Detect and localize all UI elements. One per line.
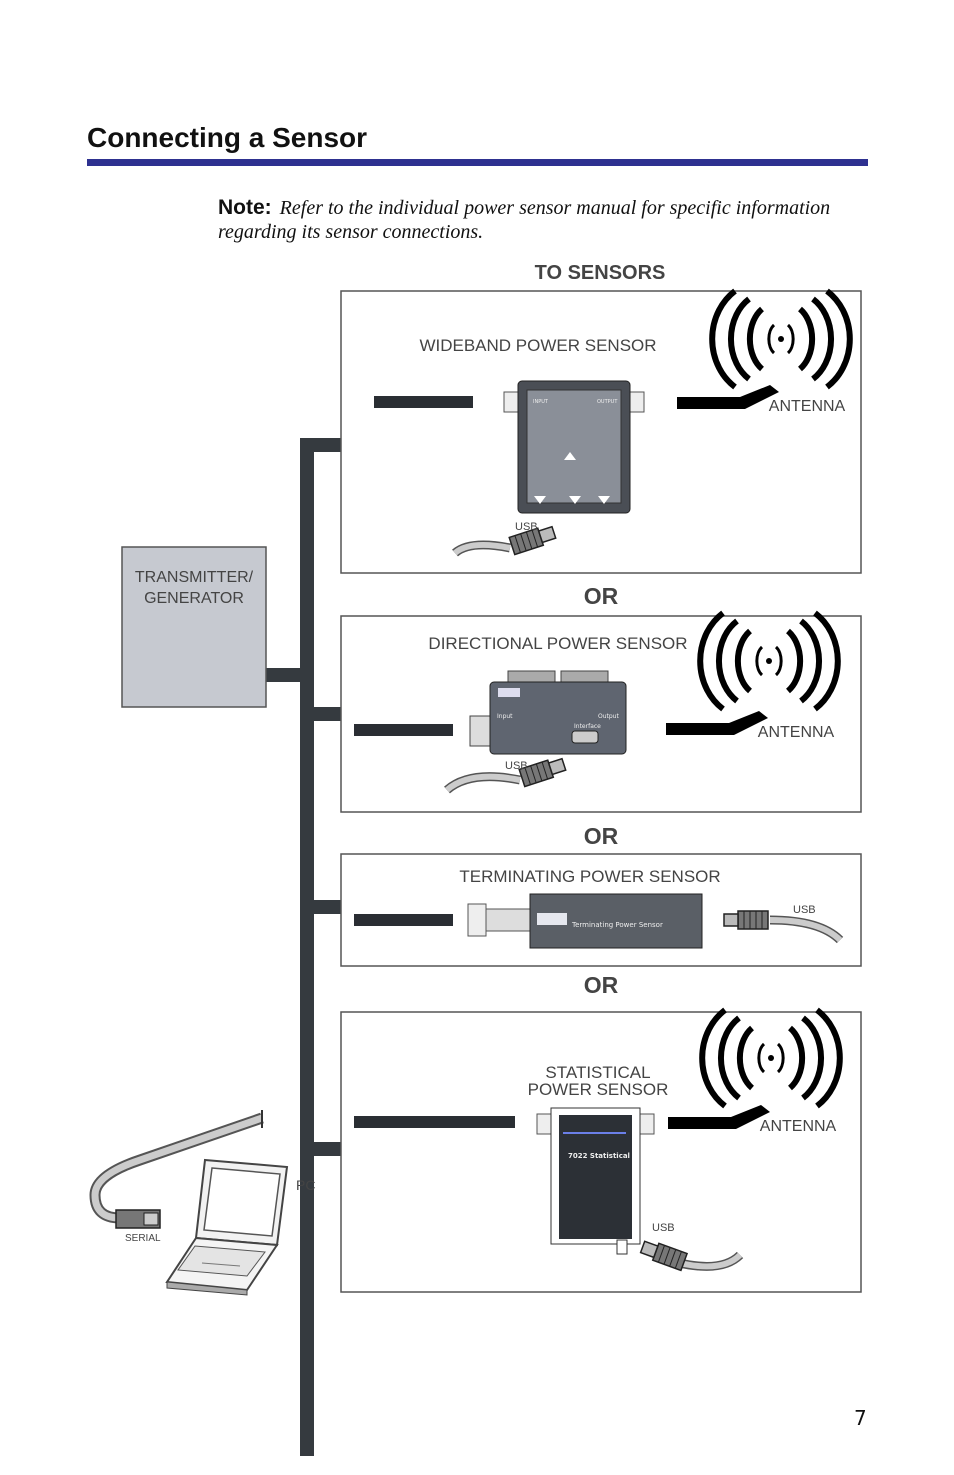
note-label: Note:	[218, 196, 272, 219]
statistical-sensor-device: 7022 Statistical	[536, 1107, 655, 1255]
pc-label: PC	[296, 1177, 315, 1193]
wideband-label: WIDEBAND POWER SENSOR	[419, 336, 656, 355]
directional-antenna-label: ANTENNA	[758, 724, 835, 741]
statistical-usb-label: USB	[652, 1222, 675, 1234]
statistical-antenna-label: ANTENNA	[760, 1118, 837, 1135]
transmitter-label-2: GENERATOR	[144, 590, 244, 607]
or-label-1: OR	[584, 583, 619, 609]
statistical-label-1: STATISTICAL	[545, 1063, 650, 1082]
title-rule	[87, 159, 868, 166]
terminating-device-text: Terminating Power Sensor	[571, 921, 663, 929]
terminating-sensor-box: TERMINATING POWER SENSOR Terminating Pow…	[340, 853, 862, 967]
or-label-3: OR	[584, 972, 619, 998]
wideband-usb-label: USB	[515, 521, 538, 533]
directional-interface-text: Interface	[574, 723, 601, 730]
page-title: Connecting a Sensor	[87, 122, 368, 153]
or-label-2: OR	[584, 823, 619, 849]
transmitter-label-1: TRANSMITTER/	[135, 569, 254, 586]
directional-sensor-device: Input Output Interface	[469, 670, 627, 755]
wideband-sensor-box: WIDEBAND POWER SENSOR INPUT OUTPUT USB A…	[340, 291, 862, 574]
wideband-output-text: OUTPUT	[597, 399, 618, 405]
terminating-sensor-device: Terminating Power Sensor	[467, 893, 703, 949]
statistical-label-2: POWER SENSOR	[528, 1080, 669, 1099]
transmitter-generator: TRANSMITTER/ GENERATOR	[121, 546, 267, 708]
pc-laptop: SERIAL PC	[89, 1110, 315, 1296]
directional-label: DIRECTIONAL POWER SENSOR	[428, 634, 687, 653]
statistical-sensor-box: STATISTICAL POWER SENSOR 7022 Statistica…	[340, 1010, 862, 1293]
trunk-cable	[226, 438, 342, 1456]
directional-input-text: Input	[497, 713, 513, 720]
directional-usb-label: USB	[505, 760, 528, 772]
wideband-sensor-device: INPUT OUTPUT	[503, 380, 645, 514]
to-sensors-label: TO SENSORS	[535, 262, 666, 284]
serial-label: SERIAL	[125, 1233, 161, 1244]
statistical-device-text: 7022 Statistical	[568, 1152, 630, 1160]
note: Note:Refer to the individual power senso…	[218, 196, 868, 244]
wideband-antenna-label: ANTENNA	[769, 398, 846, 415]
note-text: Refer to the individual power sensor man…	[218, 197, 831, 243]
wideband-input-text: INPUT	[533, 399, 549, 405]
directional-sensor-box: DIRECTIONAL POWER SENSOR Input Output In…	[340, 613, 862, 813]
page-number: 7	[854, 1406, 867, 1430]
terminating-label: TERMINATING POWER SENSOR	[459, 867, 720, 886]
directional-output-text: Output	[598, 713, 619, 720]
terminating-usb-label: USB	[793, 904, 816, 916]
